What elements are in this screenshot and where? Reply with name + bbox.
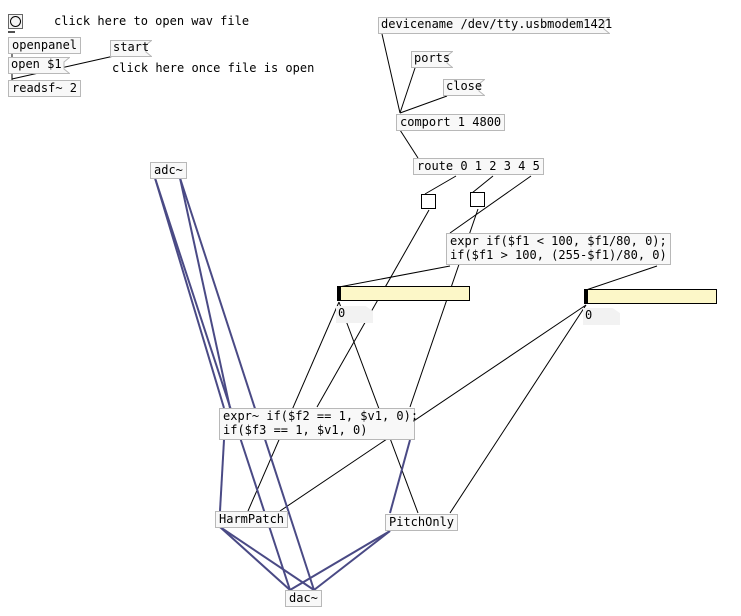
- dac-object[interactable]: dac~: [285, 590, 322, 607]
- sigcord-adc-dac-r[interactable]: [179, 177, 315, 591]
- ports-message-label: ports: [414, 51, 451, 65]
- outlet[interactable]: [8, 31, 15, 33]
- sigcord-harm-dac-l[interactable]: [219, 526, 291, 591]
- sigcord-adc-expr-l[interactable]: [154, 177, 225, 409]
- start-message-label: start: [113, 40, 150, 54]
- expr-signal-object[interactable]: expr~ if($f2 == 1, $v1, 0); if($f3 == 1,…: [219, 408, 418, 440]
- start-message[interactable]: start: [110, 40, 152, 57]
- control-cords: [11, 33, 658, 514]
- cord-slider-left-pitch[interactable]: [338, 301, 419, 514]
- close-message-label: close: [446, 79, 483, 93]
- open-message[interactable]: open $1: [8, 57, 70, 74]
- cord-slider-right-harm[interactable]: [279, 304, 587, 512]
- sigcord-pitch-dac-l[interactable]: [289, 530, 391, 591]
- comment-open-wav: click here to open wav file: [54, 14, 250, 28]
- cord-bang1-exprsig[interactable]: [316, 209, 430, 408]
- number-box-right[interactable]: 0: [583, 308, 620, 325]
- slider-right[interactable]: [584, 289, 717, 304]
- cord-comport-route[interactable]: [399, 129, 419, 159]
- cord-expr-slider-left[interactable]: [338, 265, 451, 288]
- cord-ports-comport[interactable]: [399, 67, 416, 114]
- slider-left-knob[interactable]: [338, 287, 341, 300]
- openpanel-object[interactable]: openpanel: [8, 37, 82, 54]
- cord-route-bang1[interactable]: [424, 175, 457, 195]
- comment-file-open: click here once file is open: [112, 61, 315, 75]
- route-object[interactable]: route 0 1 2 3 4 5: [413, 158, 544, 175]
- cord-devicename-comport[interactable]: [381, 33, 401, 114]
- comport-object[interactable]: comport 1 4800: [396, 114, 506, 131]
- ports-message[interactable]: ports: [411, 51, 453, 68]
- slider-right-knob[interactable]: [585, 290, 588, 303]
- bang-open-file[interactable]: [8, 14, 23, 29]
- devicename-message-label: devicename /dev/tty.usbmodem1421: [381, 17, 613, 31]
- cord-slider-right-pitch[interactable]: [449, 304, 587, 514]
- cord-expr-slider-right[interactable]: [585, 265, 658, 291]
- open-message-label: open $1: [11, 57, 62, 71]
- sigcord-expr-pitch[interactable]: [389, 439, 411, 514]
- close-message[interactable]: close: [443, 79, 485, 96]
- pitchonly-object[interactable]: PitchOnly: [385, 514, 459, 531]
- slider-left[interactable]: [337, 286, 470, 301]
- sigcord-harm-dac-r[interactable]: [219, 526, 315, 591]
- cord-route-expr[interactable]: [449, 175, 532, 234]
- number-box-left[interactable]: 0: [336, 306, 373, 323]
- sigcord-adc-expr-r[interactable]: [179, 177, 231, 409]
- cord-route-bang2[interactable]: [471, 175, 494, 194]
- expr-control-object[interactable]: expr if($f1 < 100, $f1/80, 0); if($f1 > …: [446, 233, 671, 265]
- bang-route-1[interactable]: [421, 194, 436, 209]
- adc-object[interactable]: adc~: [150, 162, 187, 179]
- devicename-message[interactable]: devicename /dev/tty.usbmodem1421: [378, 17, 613, 34]
- cord-slider-left-harm[interactable]: [247, 301, 340, 512]
- sigcord-expr-harm[interactable]: [219, 439, 225, 512]
- harmpatch-object[interactable]: HarmPatch: [215, 511, 289, 528]
- bang-route-2[interactable]: [470, 192, 485, 207]
- readsf-object[interactable]: readsf~ 2: [8, 80, 82, 97]
- signal-cords: [154, 177, 411, 591]
- sigcord-pitch-dac-r[interactable]: [313, 530, 391, 591]
- cord-close-comport[interactable]: [399, 95, 448, 114]
